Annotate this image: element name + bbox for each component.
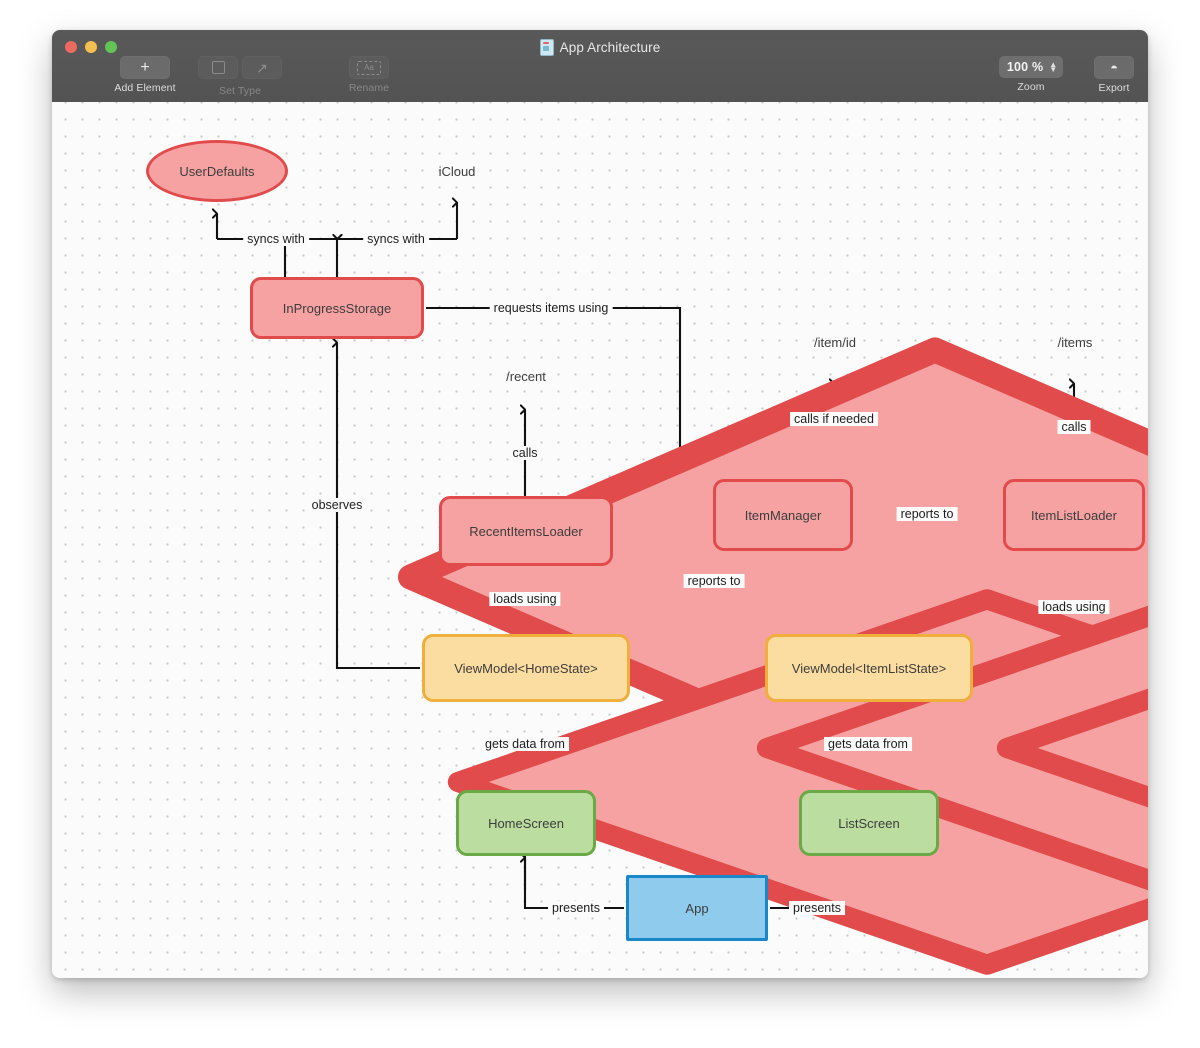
node-itemmanager[interactable]: ItemManager xyxy=(713,479,853,551)
node-recentitemsloader[interactable]: RecentItemsLoader xyxy=(439,496,613,566)
edge-label-syncs-with-userdefaults: syncs with xyxy=(243,232,309,246)
toolbar-rename[interactable]: Aa Rename xyxy=(331,56,407,94)
edge-label-calls-if-needed: calls if needed xyxy=(790,412,878,426)
window-titlebar: App Architecture + Add Element xyxy=(52,30,1148,103)
toolbar-set-type-shape[interactable] xyxy=(194,56,242,79)
window-title-text: App Architecture xyxy=(559,40,661,55)
node-listscreen[interactable]: ListScreen xyxy=(799,790,939,856)
node-label: ViewModel<HomeState> xyxy=(454,660,598,676)
traffic-lights xyxy=(65,41,117,53)
edge-label-calls-recent: calls xyxy=(508,446,542,460)
zoom-button[interactable] xyxy=(105,41,117,53)
window-title: App Architecture xyxy=(52,39,1148,56)
node-label: ItemManager xyxy=(744,507,822,523)
diagram-canvas[interactable]: UserDefaults iCloud InProgressStorage /r… xyxy=(52,102,1148,978)
rename-icon: Aa xyxy=(357,60,381,75)
toolbar-zoom[interactable]: 100 % ▲▼ Zoom xyxy=(972,56,1090,93)
node-recent[interactable]: /recent xyxy=(439,344,1148,975)
edge-label-reports-to-recent: reports to xyxy=(683,574,745,588)
set-type-shape-button[interactable] xyxy=(198,56,238,79)
node-viewmodel-homestate[interactable]: ViewModel<HomeState> xyxy=(422,634,630,702)
node-label: ListScreen xyxy=(838,815,900,831)
zoom-value: 100 % xyxy=(1006,60,1044,74)
close-button[interactable] xyxy=(65,41,77,53)
edge-label-calls-items: calls xyxy=(1057,420,1091,434)
node-items[interactable]: /items xyxy=(988,310,1148,808)
edge-label-gets-data-from-home: gets data from xyxy=(481,737,569,751)
edge-label-gets-data-from-list: gets data from xyxy=(824,737,912,751)
square-icon xyxy=(211,61,225,74)
node-icloud[interactable]: iCloud xyxy=(387,139,1148,817)
edge-label-requests-items-using: requests items using xyxy=(489,301,613,315)
edge-label-observes: observes xyxy=(307,498,367,512)
toolbar-add-element[interactable]: + Add Element xyxy=(111,56,179,94)
set-type-arrow-button[interactable]: ↗ xyxy=(242,56,282,79)
plus-icon: + xyxy=(140,58,150,76)
node-homescreen[interactable]: HomeScreen xyxy=(456,790,596,856)
node-itemlistloader[interactable]: ItemListLoader xyxy=(1003,479,1145,551)
edge-label-presents-list: presents xyxy=(789,901,845,915)
toolbar-export[interactable]: ◓ Export xyxy=(1083,56,1145,94)
toolbar-set-type-arrow[interactable]: ↗ xyxy=(238,56,286,79)
node-label: InProgressStorage xyxy=(282,300,392,316)
toolbar-set-type-group-label: Set Type xyxy=(194,82,286,97)
rename-button[interactable]: Aa xyxy=(349,56,389,79)
arrow-icon: ↗ xyxy=(256,59,268,76)
node-item-id[interactable]: /item/id xyxy=(748,310,1148,891)
set-type-label: Set Type xyxy=(218,85,262,97)
node-label: ItemListLoader xyxy=(1031,507,1117,523)
edge-label-syncs-with-icloud: syncs with xyxy=(363,232,429,246)
node-label: UserDefaults xyxy=(179,163,255,179)
diamond-shape xyxy=(996,688,1148,808)
zoom-label: Zoom xyxy=(1017,81,1045,93)
document-icon xyxy=(539,39,554,56)
edge-label-loads-using-list: loads using xyxy=(1038,600,1110,614)
edge-label-presents-home: presents xyxy=(548,901,604,915)
node-label: HomeScreen xyxy=(488,815,564,831)
add-element-button[interactable]: + xyxy=(120,56,170,79)
edge-label-reports-to-list: reports to xyxy=(896,507,958,521)
add-element-label: Add Element xyxy=(114,82,176,94)
rename-label: Rename xyxy=(348,82,390,94)
node-inprogressstorage[interactable]: InProgressStorage xyxy=(250,277,424,339)
export-label: Export xyxy=(1098,82,1130,94)
minimize-button[interactable] xyxy=(85,41,97,53)
node-label: App xyxy=(685,900,709,916)
node-app[interactable]: App xyxy=(626,875,768,941)
node-viewmodel-itemliststate[interactable]: ViewModel<ItemListState> xyxy=(765,634,973,702)
node-label: ViewModel<ItemListState> xyxy=(791,660,947,676)
zoom-stepper[interactable]: 100 % ▲▼ xyxy=(998,56,1064,78)
node-label: RecentItemsLoader xyxy=(469,523,583,539)
node-userdefaults[interactable]: UserDefaults xyxy=(146,140,288,202)
export-button[interactable]: ◓ xyxy=(1094,56,1134,79)
toolbar: + Add Element ↗ Set Type xyxy=(52,56,1148,102)
edge-label-loads-using-home: loads using xyxy=(489,592,561,606)
chevron-updown-icon[interactable]: ▲▼ xyxy=(1049,60,1058,74)
app-window: App Architecture + Add Element xyxy=(52,30,1148,978)
share-export-icon: ◓ xyxy=(1110,60,1118,75)
